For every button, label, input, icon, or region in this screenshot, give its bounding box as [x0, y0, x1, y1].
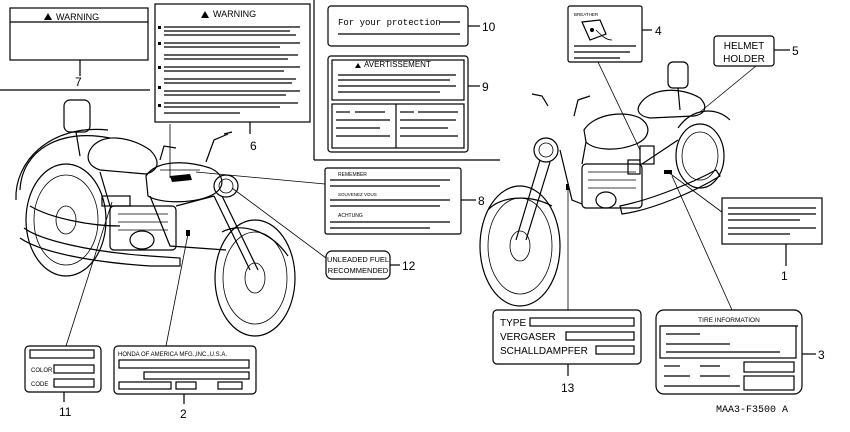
label-2-honda-plate: HONDA OF AMERICA MFG.,INC.,U.S.A. [113, 345, 257, 404]
color-text: COLOR [31, 368, 53, 374]
leader-lines-left [65, 124, 327, 347]
callout-12: 12 [402, 259, 416, 273]
honda-text: HONDA OF AMERICA MFG.,INC.,U.S.A. [118, 352, 227, 358]
vergaser-text: VERGASER [500, 332, 556, 343]
warning-6-text: WARNING [213, 9, 256, 19]
avertissement-text: AVERTISSEMENT [364, 60, 431, 69]
label-5-helmet-holder: HELMET HOLDER [713, 35, 790, 67]
helmet-text-2: HOLDER [723, 54, 765, 65]
callout-8: 8 [478, 194, 485, 208]
label-4-breather: BREATHER [567, 5, 652, 63]
unleaded-text-2: RECOMMENDED [328, 266, 389, 275]
callout-2: 2 [180, 407, 187, 421]
label-10-protection: For your protection [327, 5, 480, 47]
callout-4: 4 [655, 24, 662, 38]
souvenez-text: SOUVENEZ VOUS [338, 192, 377, 197]
callout-13: 13 [561, 381, 575, 395]
label-11-color-code: COLOR CODE [24, 345, 102, 402]
callout-1: 1 [781, 269, 788, 283]
label-13-type-vergaser: TYPE VERGASER SCHALLDAMPFER [492, 309, 642, 376]
helmet-text-1: HELMET [724, 41, 765, 52]
warning-7-text: WARNING [56, 12, 99, 22]
code-text: CODE [31, 382, 48, 388]
callout-10: 10 [482, 20, 496, 34]
left-motorcycle-illustration [15, 99, 296, 337]
type-text: TYPE [500, 318, 526, 329]
tire-text: TIRE INFORMATION [698, 317, 760, 324]
label-6-warning: WARNING [154, 3, 311, 134]
callout-5: 5 [792, 44, 799, 58]
label-7-warning: WARNING [9, 7, 149, 76]
achtung-text: ACHTUNG [338, 213, 363, 219]
callout-3: 3 [818, 348, 825, 362]
callout-7: 7 [75, 75, 82, 89]
callout-11: 11 [59, 405, 72, 419]
label-1 [721, 197, 823, 266]
label-12-unleaded: UNLEADED FUEL RECOMMENDED [325, 250, 400, 280]
callout-6: 6 [250, 139, 257, 153]
callout-9: 9 [482, 80, 489, 94]
remember-text: REMEMBER [338, 172, 367, 178]
schall-text: SCHALLDAMPFER [500, 346, 588, 357]
part-code: MAA3-F3500 A [716, 405, 788, 416]
leader-lines-right [567, 61, 757, 311]
label-9-avertissement: AVERTISSEMENT [327, 55, 480, 153]
right-motorcycle-illustration [479, 61, 731, 307]
protection-text: For your protection [338, 18, 441, 28]
unleaded-text-1: UNLEADED FUEL [327, 255, 389, 264]
breather-text: BREATHER [574, 12, 599, 17]
label-8-remember: REMEMBER SOUVENEZ VOUS ACHTUNG [324, 167, 476, 235]
label-3-tire-information: TIRE INFORMATION [655, 309, 816, 395]
